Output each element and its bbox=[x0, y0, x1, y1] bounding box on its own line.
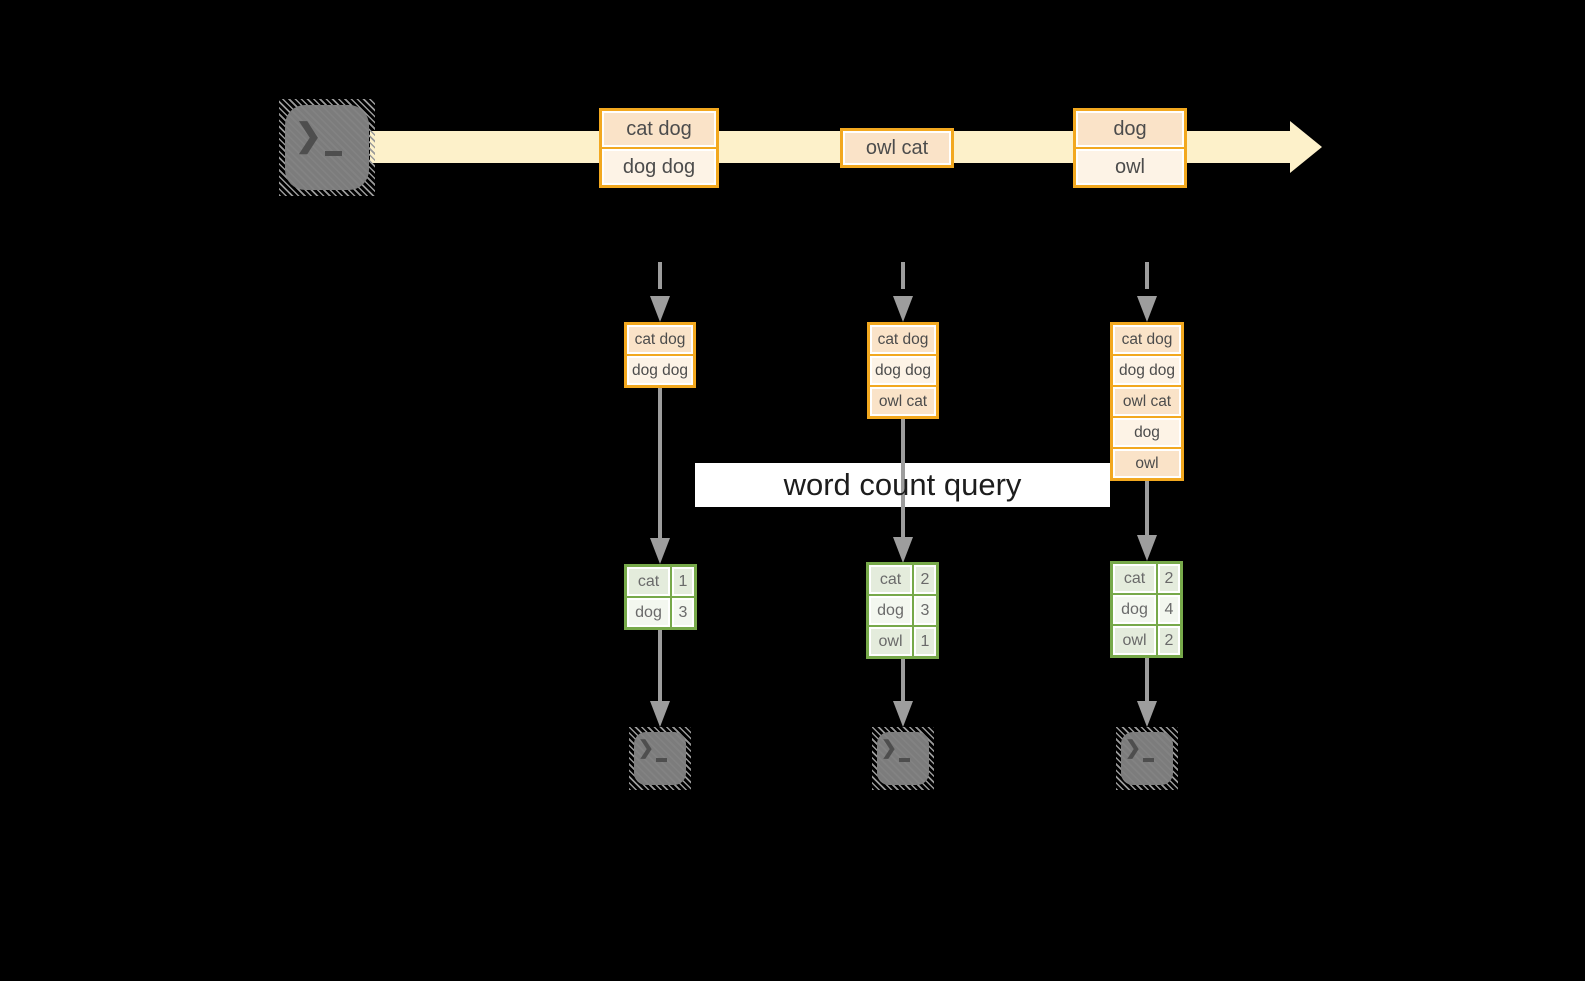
count-value: 3 bbox=[914, 596, 936, 625]
batch-row: cat dog bbox=[627, 325, 693, 354]
batch-row: cat dog bbox=[1113, 325, 1181, 354]
count-word: cat bbox=[1113, 564, 1156, 593]
batch-row: owl bbox=[1113, 449, 1181, 478]
down-arrowhead bbox=[893, 701, 913, 727]
count-value: 2 bbox=[1158, 626, 1180, 655]
batch-stack-1: cat dog dog dog bbox=[624, 322, 696, 388]
count-value: 2 bbox=[1158, 564, 1180, 593]
count-value: 2 bbox=[914, 565, 936, 594]
dashed-arrow-line bbox=[901, 262, 905, 289]
batch-row: dog dog bbox=[1113, 356, 1181, 385]
down-arrowhead bbox=[893, 537, 913, 563]
stream-event-text: owl cat bbox=[843, 131, 951, 165]
down-arrow-line bbox=[658, 630, 662, 703]
terminal-prompt-icon: ❯ bbox=[1125, 738, 1141, 759]
stream-event-text: dog bbox=[1076, 111, 1184, 147]
terminal-body bbox=[285, 105, 369, 190]
stream-event-text: cat dog bbox=[602, 111, 716, 147]
dashed-arrowhead bbox=[650, 296, 670, 322]
terminal-prompt-icon: ❯ bbox=[295, 117, 322, 153]
dashed-arrow-line bbox=[1145, 262, 1149, 289]
terminal-icon: ❯ bbox=[872, 727, 934, 790]
terminal-cursor-icon bbox=[656, 758, 667, 762]
stream-event-box-1: cat dog dog dog bbox=[599, 108, 719, 188]
terminal-icon: ❯ bbox=[629, 727, 691, 790]
batch-row: owl cat bbox=[1113, 387, 1181, 416]
count-value: 1 bbox=[914, 627, 936, 656]
count-value: 4 bbox=[1158, 595, 1180, 624]
stream-event-text: dog dog bbox=[602, 149, 716, 185]
down-arrowhead bbox=[650, 701, 670, 727]
count-word: dog bbox=[627, 598, 670, 627]
down-arrow-line bbox=[901, 419, 905, 539]
count-word: dog bbox=[869, 596, 912, 625]
terminal-icon: ❯ bbox=[279, 99, 375, 196]
count-word: owl bbox=[1113, 626, 1156, 655]
terminal-prompt-icon: ❯ bbox=[638, 738, 654, 759]
count-word: owl bbox=[869, 627, 912, 656]
batch-row: cat dog bbox=[870, 325, 936, 354]
counts-table-2: cat 2 dog 3 owl 1 bbox=[866, 562, 939, 659]
terminal-prompt-icon: ❯ bbox=[881, 738, 897, 759]
down-arrow-line bbox=[901, 659, 905, 703]
dashed-arrowhead bbox=[893, 296, 913, 322]
dashed-arrowhead bbox=[1137, 296, 1157, 322]
batch-row: dog bbox=[1113, 418, 1181, 447]
down-arrowhead bbox=[1137, 701, 1157, 727]
batch-row: dog dog bbox=[870, 356, 936, 385]
count-word: dog bbox=[1113, 595, 1156, 624]
counts-table-3: cat 2 dog 4 owl 2 bbox=[1110, 561, 1183, 658]
count-word: cat bbox=[627, 567, 670, 596]
counts-table-1: cat 1 dog 3 bbox=[624, 564, 697, 630]
batch-row: owl cat bbox=[870, 387, 936, 416]
terminal-icon: ❯ bbox=[1116, 727, 1178, 790]
down-arrow-line bbox=[1145, 658, 1149, 703]
count-value: 1 bbox=[672, 567, 694, 596]
down-arrow-line bbox=[1145, 481, 1149, 537]
terminal-cursor-icon bbox=[899, 758, 910, 762]
down-arrowhead bbox=[1137, 535, 1157, 561]
query-banner-label: word count query bbox=[783, 467, 1022, 502]
stream-arrowhead bbox=[1290, 121, 1322, 173]
down-arrow-line bbox=[658, 388, 662, 540]
batch-stack-3: cat dog dog dog owl cat dog owl bbox=[1110, 322, 1184, 481]
batch-row: dog dog bbox=[627, 356, 693, 385]
stream-event-box-3: dog owl bbox=[1073, 108, 1187, 188]
count-value: 3 bbox=[672, 598, 694, 627]
stream-event-text: owl bbox=[1076, 149, 1184, 185]
down-arrowhead bbox=[650, 538, 670, 564]
stream-event-box-2: owl cat bbox=[840, 128, 954, 168]
count-word: cat bbox=[869, 565, 912, 594]
dashed-arrow-line bbox=[658, 262, 662, 289]
terminal-cursor-icon bbox=[1143, 758, 1154, 762]
terminal-cursor-icon bbox=[325, 151, 342, 156]
batch-stack-2: cat dog dog dog owl cat bbox=[867, 322, 939, 419]
